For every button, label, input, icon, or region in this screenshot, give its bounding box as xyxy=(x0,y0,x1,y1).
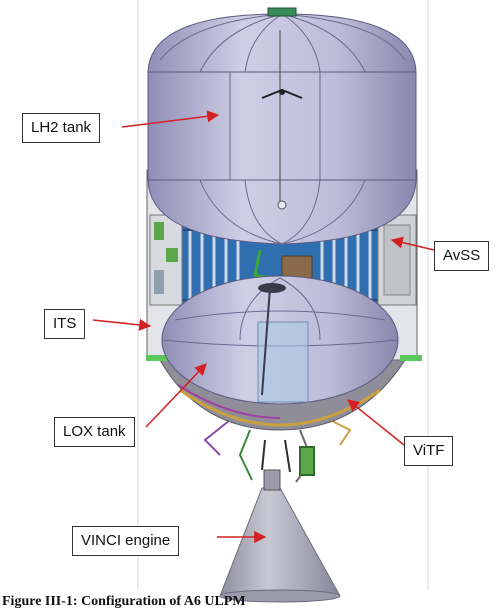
callout-arrows xyxy=(92,110,435,543)
figure-caption: Figure III-1: Configuration of A6 ULPM xyxy=(2,594,246,609)
vinci-nozzle xyxy=(219,469,341,603)
label-its: ITS xyxy=(44,309,86,339)
label-lox-tank: LOX tank xyxy=(54,417,135,447)
lh2-tank-body xyxy=(147,7,417,245)
label-vitf: ViTF xyxy=(404,436,454,466)
engine-piping xyxy=(203,419,352,483)
label-lh2-tank: LH2 tank xyxy=(22,113,101,143)
label-vinci-engine: VINCI engine xyxy=(72,526,180,556)
lox-tank-body xyxy=(161,275,399,405)
label-avss: AvSS xyxy=(434,241,490,271)
